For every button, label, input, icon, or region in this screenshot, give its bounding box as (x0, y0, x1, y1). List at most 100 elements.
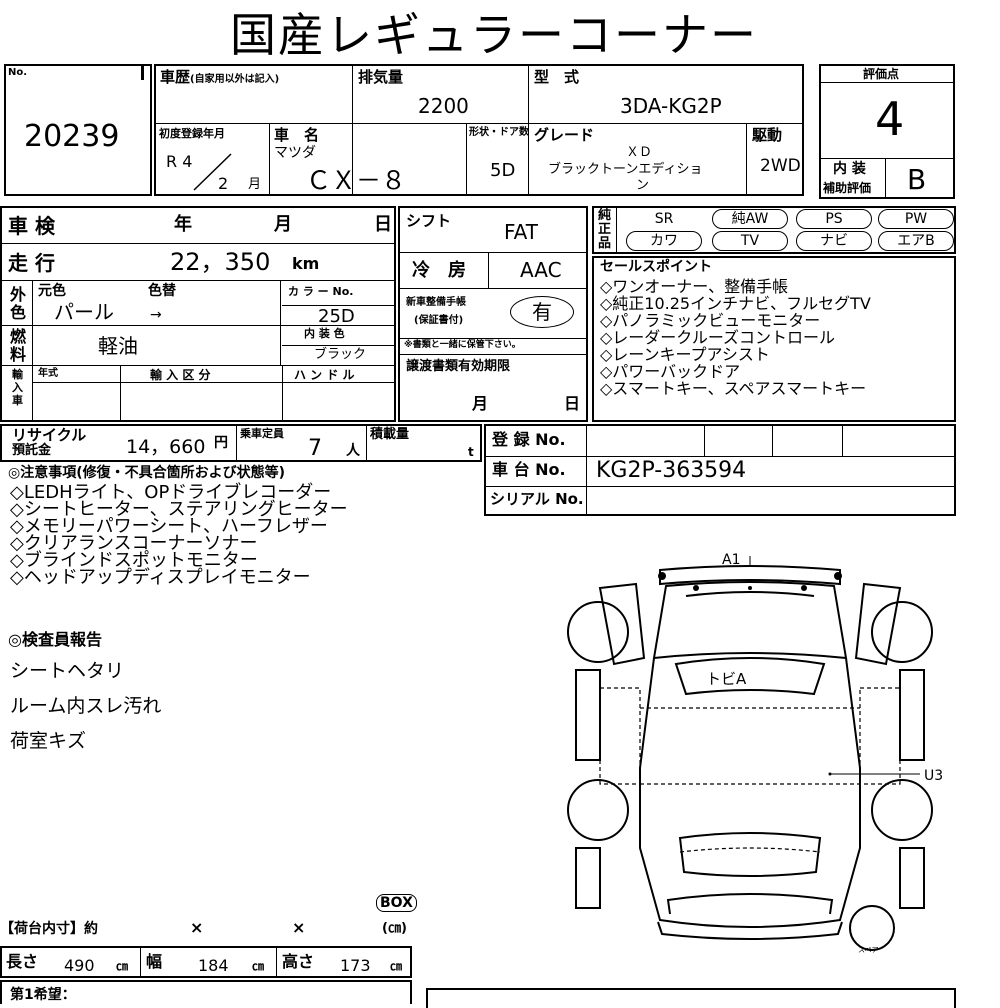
shift-value: FAT (504, 220, 539, 244)
recycle-box: リサイクル 預託金 14，660 円 乗車定員 7 人 積載量 t (0, 424, 482, 462)
inspector-item: シートヘタリ (10, 660, 125, 682)
grade-line3: ン (636, 178, 650, 193)
import-year-label: 年式 (38, 368, 58, 379)
diagram-spare-label: スペア (858, 946, 879, 954)
height-unit: ㎝ (390, 959, 403, 973)
length-label: 長さ (6, 952, 39, 971)
sales-points-list: ◇ワンオーナー、整備手帳 ◇純正10.25インチナビ、フルセグTV ◇パノラミッ… (600, 278, 871, 397)
equip-pw: PW (878, 209, 954, 229)
ac-label: 冷 房 (412, 260, 466, 281)
shift-box: シフト FAT 冷 房 AAC 新車整備手帳 (保証書付) 有 ※書類と一緒に保… (398, 206, 588, 422)
equipment-box: 純正品 SR 純AW PS PW カワ TV ナビ エアB (592, 206, 956, 254)
mileage-label: 走 行 (8, 251, 55, 275)
recycle-value: 14，660 (126, 436, 206, 458)
mileage-unit: km (292, 254, 320, 273)
notes-label: ◎注意事項(修復・不具合箇所および状態等) (8, 465, 286, 481)
equip-sr: SR (654, 211, 674, 227)
interior-grade-label2: 補助評価 (823, 181, 872, 195)
displacement-label: 排気量 (358, 68, 404, 86)
change-color-label: 色替 (148, 283, 176, 299)
height-value: 173 (340, 956, 371, 975)
recycle-label2: 預託金 (12, 443, 52, 458)
car-name-value: ＣＸ－８ (306, 166, 407, 195)
color-code-value: 25D (318, 306, 355, 327)
chassis-label: 車 台 No. (492, 460, 566, 479)
wish-label: 第1希望： (10, 987, 76, 1003)
list-item: ◇ブラインドスポットモニター (10, 550, 258, 571)
registration-box: 登 録 No. 車 台 No. KG2P-363594 シリアル No. (484, 424, 956, 516)
list-item: ◇パワーバックドア (600, 362, 741, 381)
interior-grade-label1: 内 装 (833, 161, 866, 177)
width-label: 幅 (146, 952, 163, 971)
list-item: ◇シートヒーター、ステアリングヒーター (10, 499, 348, 520)
dimensions-box: 長さ 490 ㎝ 幅 184 ㎝ 高さ 173 ㎝ (0, 946, 412, 978)
width-value: 184 (198, 956, 229, 975)
ac-value: AAC (520, 258, 562, 282)
vehicle-info-box: 車歴(自家用以外は記入) 排気量 2200 型 式 3DA-KG2P 初度登録年… (154, 64, 804, 196)
load-unit: t (468, 445, 474, 459)
registration-label: 登 録 No. (492, 430, 566, 449)
recycle-unit: 円 (214, 435, 228, 451)
date-slash (193, 153, 232, 191)
score-box: 評価点 4 内 装 補助評価 B (819, 64, 955, 199)
transfer-month: 月 (472, 394, 489, 413)
list-item: ◇レーンキープアシスト (600, 345, 770, 364)
inspector-item: ルーム内スレ汚れ (10, 695, 162, 717)
grade-label: グレード (534, 126, 595, 144)
list-item: ◇純正10.25インチナビ、フルセグTV (600, 294, 871, 313)
drive-label: 駆動 (752, 126, 783, 144)
inspection-label: 車 検 (8, 214, 55, 238)
diagram-roof-label: トビA (706, 670, 747, 688)
capacity-unit: 人 (346, 443, 360, 459)
lot-label: No. (8, 67, 28, 78)
interior-color-label: 内 装 色 (304, 327, 345, 340)
cargo-box-label: BOX (376, 894, 417, 912)
history-label: 車歴(自家用以外は記入) (160, 68, 280, 86)
manual-label1: 新車整備手帳 (406, 297, 466, 308)
orig-color-label: 元色 (38, 283, 66, 299)
list-item: ◇クリアランスコーナーソナー (10, 533, 258, 554)
equip-tv: TV (712, 231, 788, 251)
capacity-value: 7 (308, 436, 322, 461)
lot-box: No. 20239 (4, 64, 152, 196)
inspector-label: ◎検査員報告 (8, 630, 102, 649)
color-code-label: カ ラ ー No. (288, 285, 354, 298)
equip-navi: ナビ (796, 231, 872, 251)
model-type-label: 型 式 (534, 68, 580, 86)
exterior-label: 外色 (10, 285, 27, 322)
length-unit: ㎝ (116, 959, 129, 973)
inspection-day: 日 (374, 214, 392, 235)
orig-color-value: パール (54, 300, 114, 324)
first-reg-month-unit: 月 (248, 177, 262, 192)
grade-line2: ブラックトーンエディショ (548, 162, 703, 177)
first-reg-label: 初度登録年月 (159, 127, 225, 140)
score-label: 評価点 (863, 67, 900, 81)
lot-number: 20239 (24, 119, 120, 154)
inspection-box: 車 検 年 月 日 走 行 22，350 km 外色 元色 色替 パール → カ… (0, 206, 396, 422)
import-handle-label: ハ ン ド ル (294, 368, 355, 382)
import-class-label: 輸 入 区 分 (150, 368, 211, 382)
doors-value: 5D (490, 160, 516, 181)
manual-circle: 有 (510, 296, 574, 328)
cargo-label: 【荷台内寸】約 (0, 921, 98, 937)
list-item: ◇LEDHライト、OPドライブレコーダー (10, 482, 332, 503)
sales-points-label: セールスポイント (600, 259, 712, 275)
first-reg-era: R 4 (166, 152, 193, 171)
equip-leather: カワ (626, 231, 702, 251)
manual-note: ※書類と一緒に保管下さい。 (404, 340, 521, 350)
list-item: ◇メモリーパワーシート、ハーフレザー (10, 516, 328, 537)
car-name-label: 車 名 (274, 126, 320, 144)
equip-aw: 純AW (712, 209, 788, 229)
chassis-value: KG2P-363594 (596, 458, 747, 483)
width-unit: ㎝ (252, 959, 265, 973)
transfer-day: 日 (564, 394, 581, 413)
model-type-value: 3DA-KG2P (620, 94, 722, 118)
equipment-label: 純正品 (598, 208, 612, 251)
inspector-item: 荷室キズ (10, 730, 87, 752)
manual-label2: (保証書付) (414, 315, 464, 326)
grade-line1: ＸＤ (626, 145, 653, 160)
diagram-side-label: U3 (924, 768, 943, 784)
first-reg-month: 2 (218, 174, 229, 193)
fuel-label: 燃料 (10, 327, 27, 364)
car-damage-diagram: A1 トビA U3 スペア (567, 552, 943, 954)
